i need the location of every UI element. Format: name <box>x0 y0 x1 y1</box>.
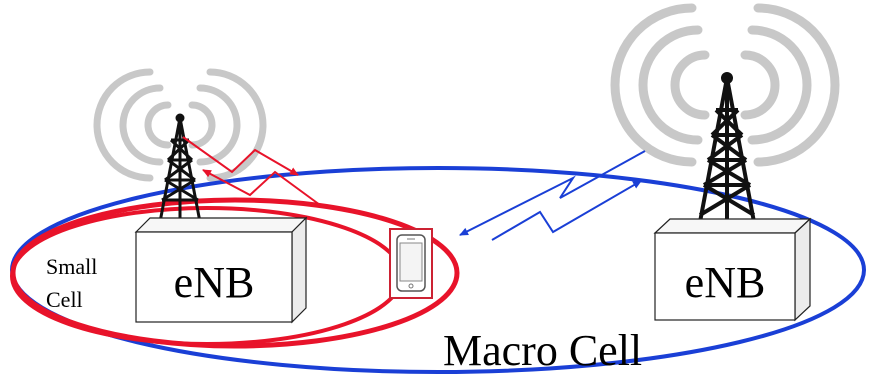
small-signal-waves <box>93 68 267 182</box>
smartphone-icon <box>389 228 433 299</box>
small-enb-box <box>134 216 308 324</box>
macro-cell-radio-link <box>459 150 646 241</box>
macro-enb-box <box>653 217 812 322</box>
small-cell-label-line2: Cell <box>46 287 83 312</box>
small-cell-radio-link <box>182 136 321 206</box>
small-enb-label: eNB <box>174 258 255 307</box>
macro-cell-label: Macro Cell <box>443 326 642 375</box>
macro-tower-icon <box>698 72 756 223</box>
macro-signal-waves <box>610 3 840 167</box>
macro-enb-label: eNB <box>685 258 766 307</box>
small-tower-icon <box>158 113 202 223</box>
small-cell-label-line1: Small <box>46 254 97 279</box>
